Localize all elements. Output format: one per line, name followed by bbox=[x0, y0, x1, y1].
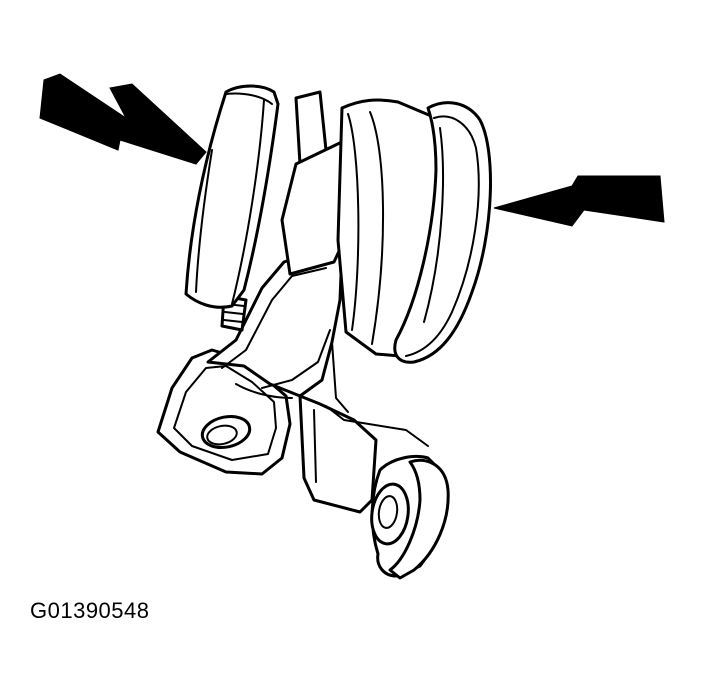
left-bushing bbox=[184, 84, 280, 309]
right-bushing bbox=[393, 101, 492, 364]
right-arrow bbox=[493, 175, 665, 227]
small-bushing bbox=[370, 455, 450, 580]
mount-bracket bbox=[156, 248, 429, 514]
figure-id-label: G01390548 bbox=[30, 598, 150, 623]
left-arrow bbox=[39, 73, 207, 165]
